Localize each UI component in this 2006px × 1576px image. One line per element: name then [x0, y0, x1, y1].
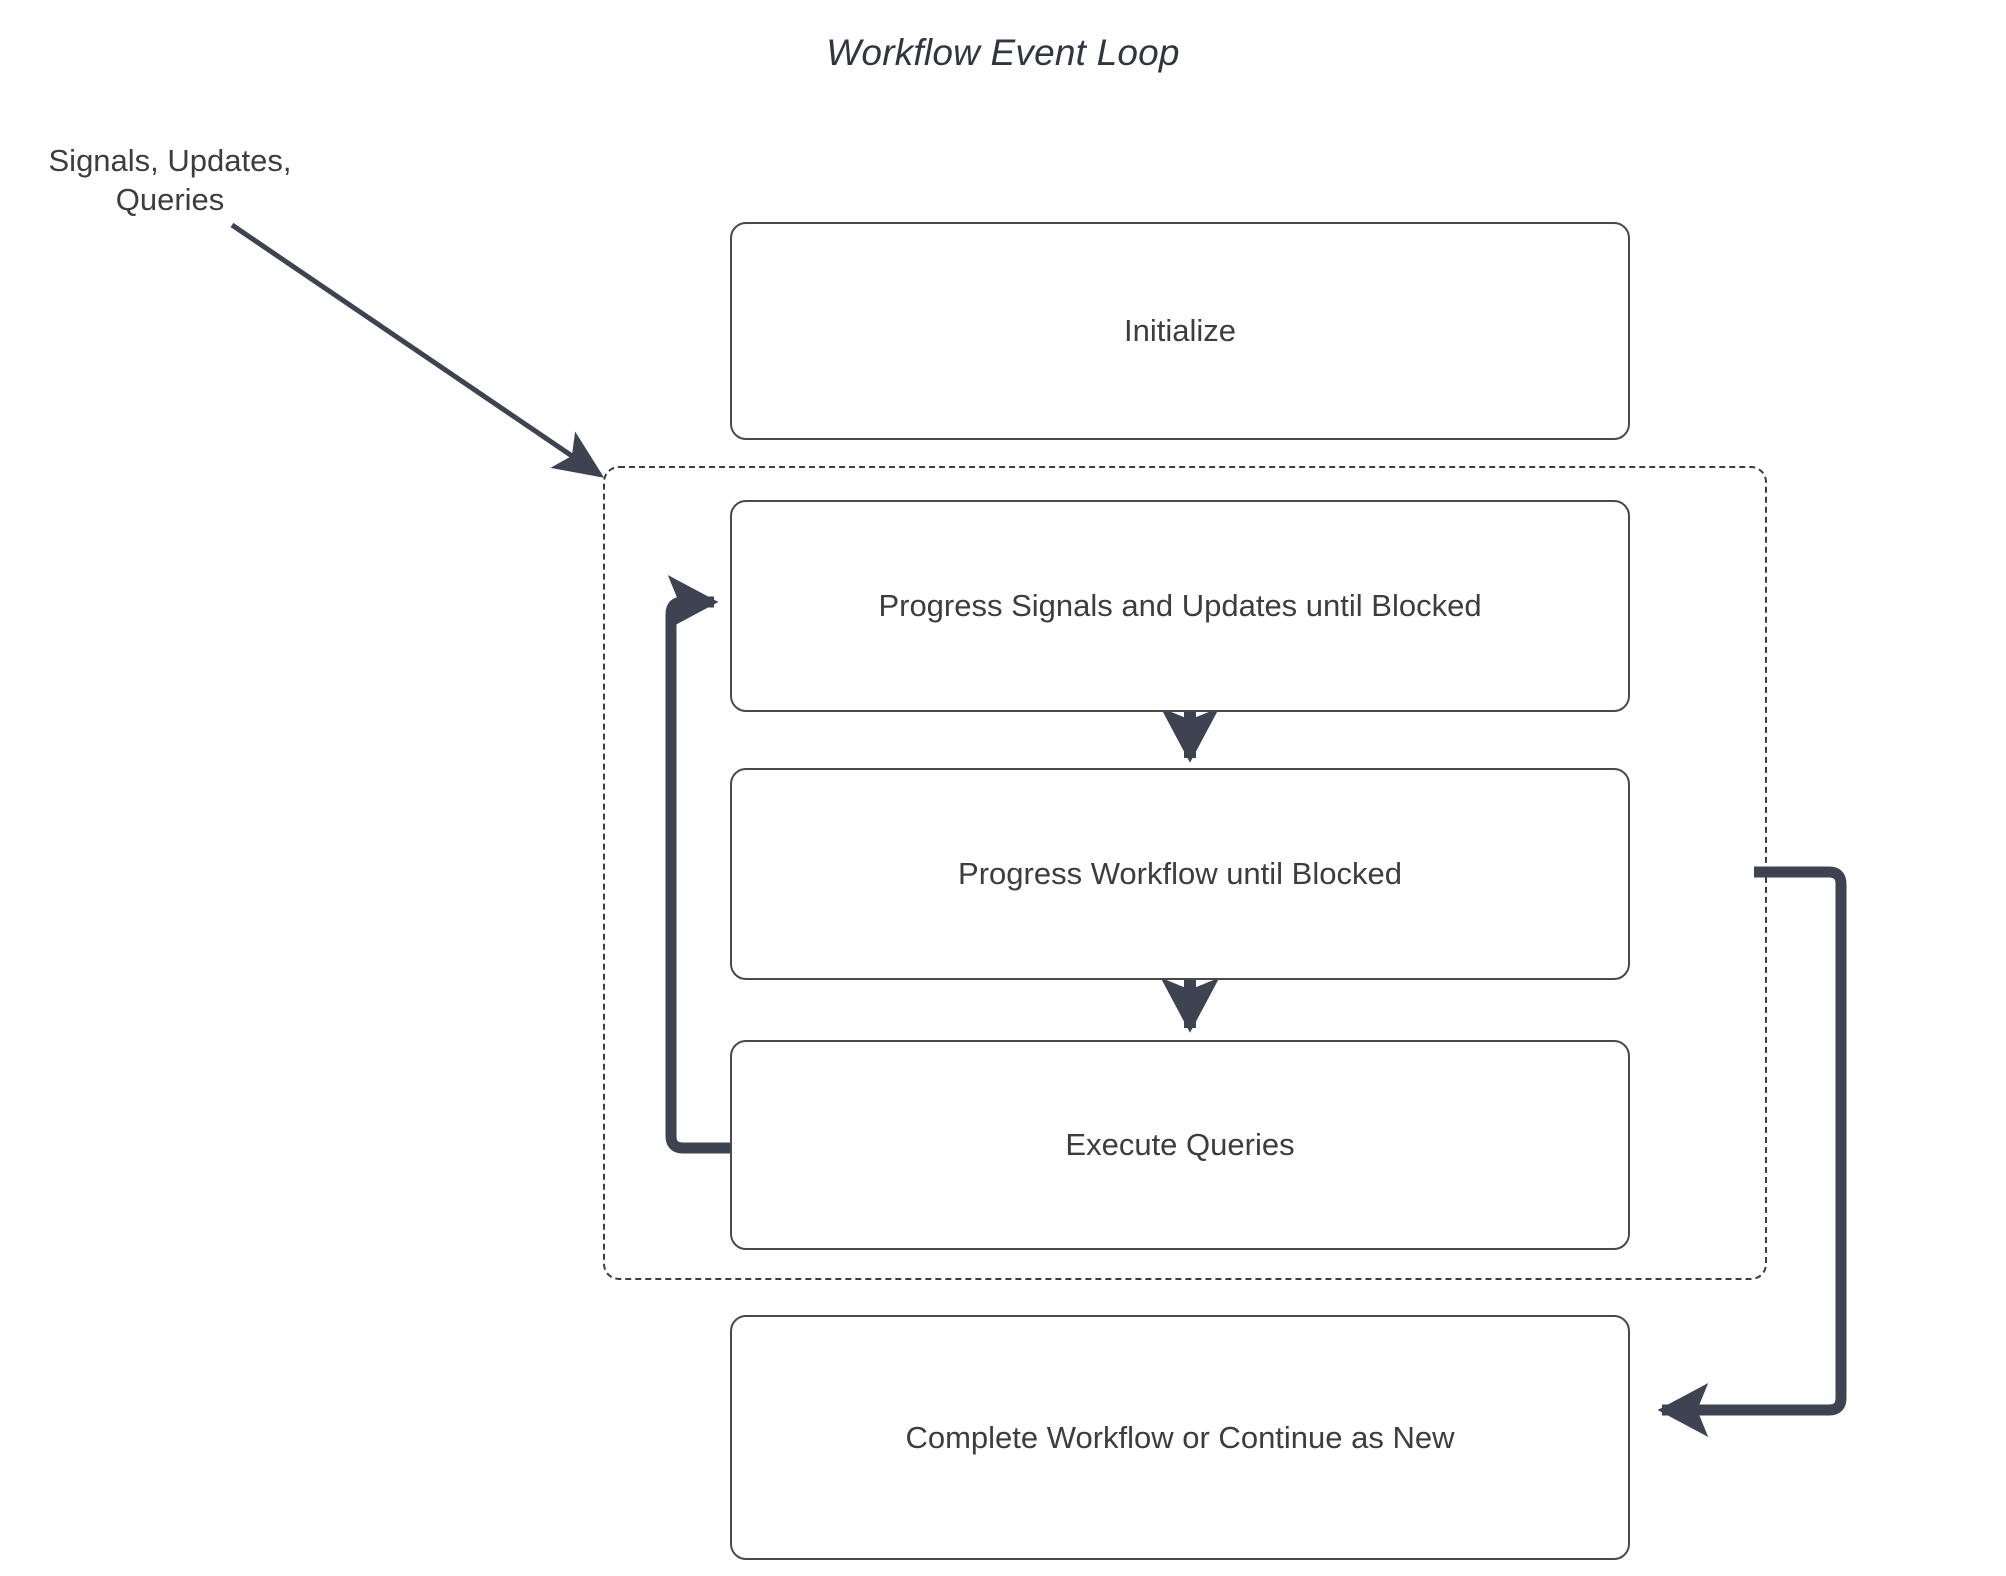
node-progress-workflow-label: Progress Workflow until Blocked	[958, 856, 1402, 891]
node-progress-workflow[interactable]: Progress Workflow until Blocked	[730, 768, 1630, 980]
node-execute-queries-label: Execute Queries	[1065, 1127, 1295, 1162]
node-execute-queries[interactable]: Execute Queries	[730, 1040, 1630, 1250]
node-initialize[interactable]: Initialize	[730, 222, 1630, 440]
node-progress-signals-label: Progress Signals and Updates until Block…	[878, 588, 1482, 623]
signals-updates-queries-label: Signals, Updates, Queries	[48, 143, 292, 217]
node-complete-workflow[interactable]: Complete Workflow or Continue as New	[730, 1315, 1630, 1560]
event-loop-container	[603, 466, 1767, 1280]
edge-external-input	[230, 222, 605, 478]
node-initialize-label: Initialize	[1124, 313, 1236, 348]
node-progress-signals[interactable]: Progress Signals and Updates until Block…	[730, 500, 1630, 712]
node-complete-workflow-label: Complete Workflow or Continue as New	[905, 1419, 1455, 1455]
page-title: Workflow Event Loop	[826, 32, 1180, 73]
